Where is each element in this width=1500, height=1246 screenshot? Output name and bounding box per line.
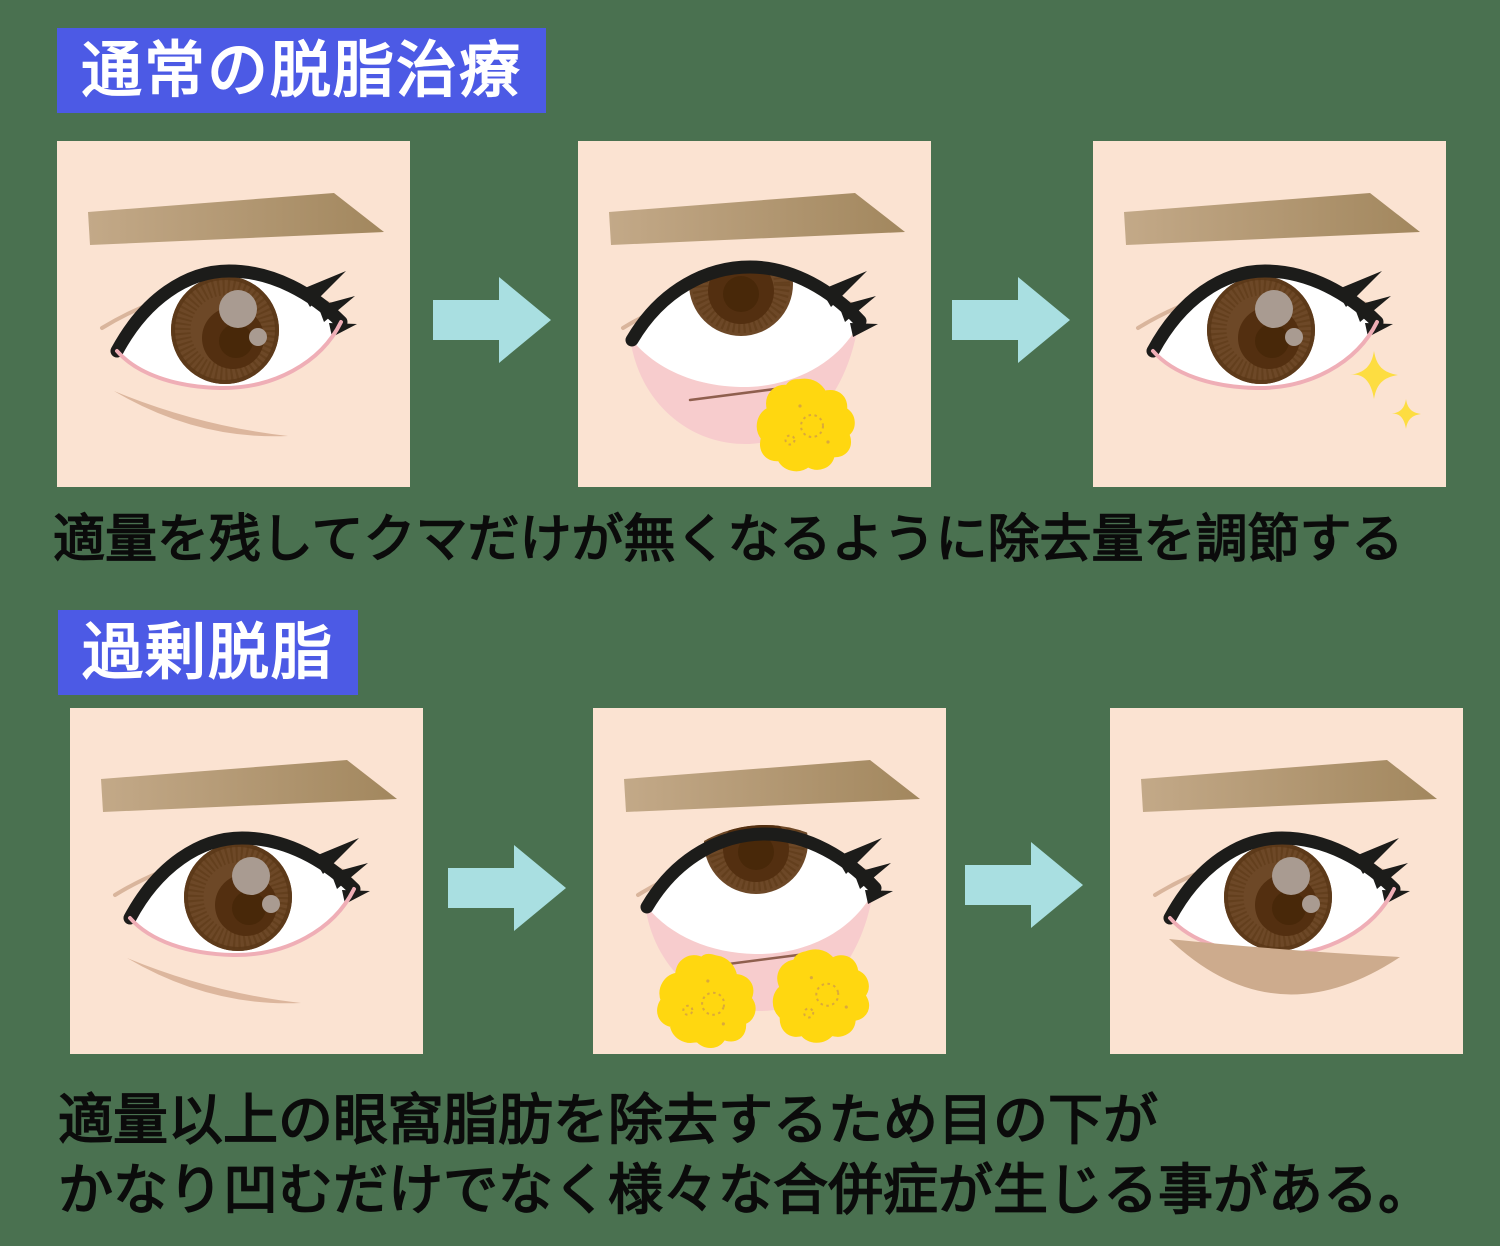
iris: [171, 276, 279, 384]
section-title-excessive-removal: 過剰脱脂: [58, 610, 359, 695]
fat-blob: [760, 382, 852, 469]
iris: [184, 843, 292, 951]
illustration-eye-with-hollow-depression: [1110, 708, 1463, 1054]
illustration-eye-clean-with-sparkles: [1093, 141, 1446, 487]
caption-line: 適量以上の眼窩脂肪を除去するため目の下が: [58, 1089, 1159, 1151]
illustration-eye-with-dark-circle: [57, 141, 410, 487]
caption-excessive-removal: 適量以上の眼窩脂肪を除去するため目の下が かなり凹むだけでなく様々な合併症が生じ…: [58, 1086, 1433, 1226]
illustration-eye-everted-lid-two-fat-blobs: [593, 708, 946, 1054]
arrow-right-icon: [448, 845, 566, 931]
iris: [1224, 843, 1332, 951]
caption-line: かなり凹むだけでなく様々な合併症が生じる事がある。: [58, 1158, 1434, 1221]
arrow-right-icon: [965, 842, 1083, 928]
arrow-right-icon: [952, 277, 1070, 363]
section-title-normal-treatment: 通常の脱脂治療: [57, 28, 547, 113]
illustration-eye-with-dark-circle: [70, 708, 423, 1054]
arrow-right-icon: [433, 277, 551, 363]
iris: [1207, 276, 1315, 384]
caption-normal-treatment: 適量を残してクマだけが無くなるように除去量を調節する: [53, 511, 1404, 569]
illustration-eye-everted-lid-one-fat-blob: [578, 141, 931, 487]
